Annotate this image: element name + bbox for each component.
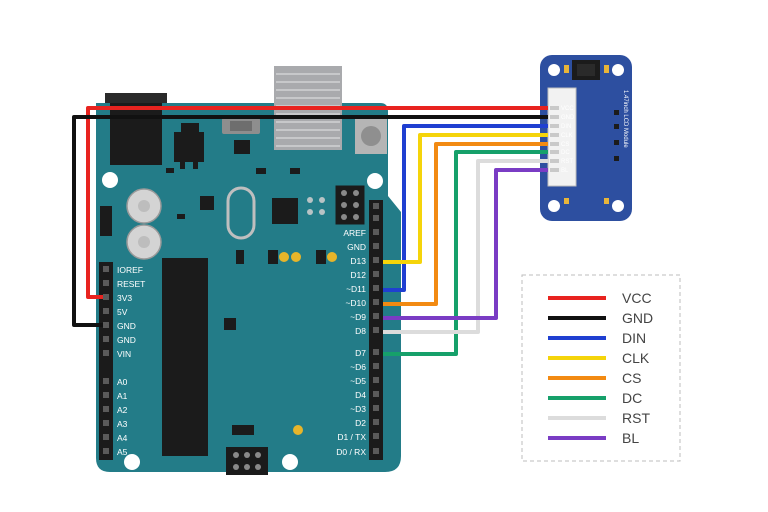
pin-label-d7: D7 — [355, 348, 366, 358]
legend-box — [521, 274, 681, 462]
pin-label-d1-tx: D1 / TX — [337, 432, 366, 442]
pin-label-d2: D2 — [355, 418, 366, 428]
legend-label-din: DIN — [622, 330, 646, 346]
pin-label-d0-rx: D0 / RX — [336, 447, 366, 457]
pin-label-d6: ~D6 — [350, 362, 366, 372]
lcd-pin-label-bl: BL — [561, 168, 569, 174]
lcd-pin-label-cs: CS — [561, 142, 569, 148]
mount-hole — [367, 173, 383, 189]
legend: VCC GND DIN CLK CS DC RST BL — [521, 274, 681, 462]
wire-rst — [383, 159, 548, 334]
pin-label-3v3: 3V3 — [117, 293, 132, 303]
pin-label-d5: ~D5 — [350, 376, 366, 386]
pin-label-d12: D12 — [350, 270, 366, 280]
wires — [72, 106, 548, 356]
usb-chip — [272, 198, 298, 224]
wire-dc — [383, 150, 548, 356]
legend-label-gnd: GND — [622, 310, 653, 326]
voltage-regulator — [174, 132, 204, 162]
wire-cs — [383, 142, 548, 306]
lcd-module: VCC GND DIN CLK CS DC RST BL 1.47inch LCD Modul… — [540, 55, 632, 221]
pin-label-a1: A1 — [117, 391, 128, 401]
pin-label-d4: D4 — [355, 390, 366, 400]
legend-label-rst: RST — [622, 410, 650, 426]
lcd-pin-label-clk: CLK — [561, 133, 573, 139]
pin-label-gnd-2: GND — [117, 335, 136, 345]
wire-vcc — [86, 106, 548, 299]
mount-hole — [282, 454, 298, 470]
atmega-chip — [162, 258, 208, 456]
legend-label-dc: DC — [622, 390, 642, 406]
lcd-pin-label-gnd: GND — [561, 115, 575, 121]
pin-label-a2: A2 — [117, 405, 128, 415]
mount-hole — [124, 454, 140, 470]
pin-label-d3: ~D3 — [350, 404, 366, 414]
wire-din — [383, 124, 548, 292]
pin-label-reset: RESET — [117, 279, 145, 289]
pin-label-gnd-1: GND — [117, 321, 136, 331]
lcd-pin-label-vcc: VCC — [561, 106, 574, 112]
wire-gnd — [72, 115, 548, 327]
pin-label-vin: VIN — [117, 349, 131, 359]
pin-label-d10: ~D10 — [345, 298, 366, 308]
pin-label-d11: ~D11 — [346, 284, 366, 294]
lcd-pin-label-rst: RST — [561, 159, 573, 165]
pin-label-d13: D13 — [350, 256, 366, 266]
mount-hole — [102, 172, 118, 188]
legend-label-cs: CS — [622, 370, 641, 386]
lcd-pin-label-dc: DC — [561, 150, 570, 156]
pin-label-a3: A3 — [117, 419, 128, 429]
lcd-module-title: 1.47inch LCD Module — [622, 90, 628, 148]
pin-label-d9: ~D9 — [350, 312, 366, 322]
lcd-pin-label-din: DIN — [561, 124, 571, 130]
pin-label-gnd: GND — [347, 242, 366, 252]
pin-label-a5: A5 — [117, 447, 128, 457]
legend-label-vcc: VCC — [622, 290, 652, 306]
pin-label-d8: D8 — [355, 326, 366, 336]
pin-label-a4: A4 — [117, 433, 128, 443]
wire-clk — [383, 133, 548, 264]
crystal — [226, 186, 256, 240]
legend-label-bl: BL — [622, 430, 639, 446]
arduino-board: IOREF RESET 3V3 5V GND GND VIN A0 A1 A2 … — [96, 66, 401, 475]
power-jack — [110, 93, 162, 165]
left-header — [99, 262, 113, 460]
pin-label-a0: A0 — [117, 377, 128, 387]
pin-label-ioref: IOREF — [117, 265, 143, 275]
pin-label-5v: 5V — [117, 307, 128, 317]
pin-label-aref: AREF — [343, 228, 366, 238]
icsp-header — [226, 447, 268, 475]
legend-label-clk: CLK — [622, 350, 650, 366]
wire-bl — [383, 168, 548, 320]
